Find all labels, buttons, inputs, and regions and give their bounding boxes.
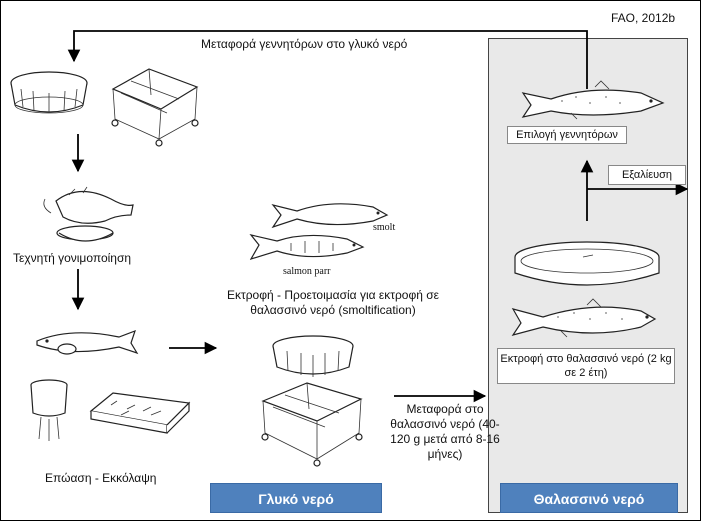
seawater-zone-banner: Θαλασσινό νερό xyxy=(500,483,678,513)
incubation-label: Επώαση - Εκκόλαψη xyxy=(45,471,157,485)
transfer-to-sea-label: Μεταφορά στο θαλασσινό νερό (40-120 g με… xyxy=(390,402,500,461)
smoltification-label: Εκτροφή - Προετοιμασία για εκτροφή σε θα… xyxy=(226,288,440,317)
broodstock-salmon-icon xyxy=(521,80,665,120)
parr-fish-icon xyxy=(249,234,365,261)
sea-rearing-label: Εκτροφή στο θαλασσινό νερό (2 kg σε 2 έτ… xyxy=(497,348,675,384)
artificial-fertilization-icon xyxy=(43,186,134,242)
sea-salmon-icon xyxy=(511,298,657,338)
source-citation: FAO, 2012b xyxy=(611,11,676,25)
fertilization-label: Τεχνητή γονιμοποίηση xyxy=(13,251,132,265)
smolt-fish-icon xyxy=(271,203,389,229)
net-pen-icon xyxy=(111,68,199,147)
alevin-fish-icon xyxy=(36,329,139,355)
broodstock-return-arrow xyxy=(67,30,588,89)
incubator-icon xyxy=(30,379,68,441)
rearing-tank-icon xyxy=(272,335,354,377)
round-hatchery-tank-icon xyxy=(10,71,88,114)
broodstock-transfer-label: Μεταφορά γεννητόρων στο γλυκό νερό xyxy=(201,37,408,51)
sea-cage-icon xyxy=(514,241,660,286)
broodstock-selection-label: Επιλογή γεννητόρων xyxy=(507,126,627,144)
smolt-label: smolt xyxy=(373,222,396,233)
hatching-tray-icon xyxy=(89,392,191,434)
parr-label: salmon parr xyxy=(283,266,331,277)
middle-net-pen-icon xyxy=(261,382,363,467)
freshwater-zone-banner: Γλυκό νερό xyxy=(210,483,382,513)
processing-label: Εξαλίευση xyxy=(608,165,686,185)
